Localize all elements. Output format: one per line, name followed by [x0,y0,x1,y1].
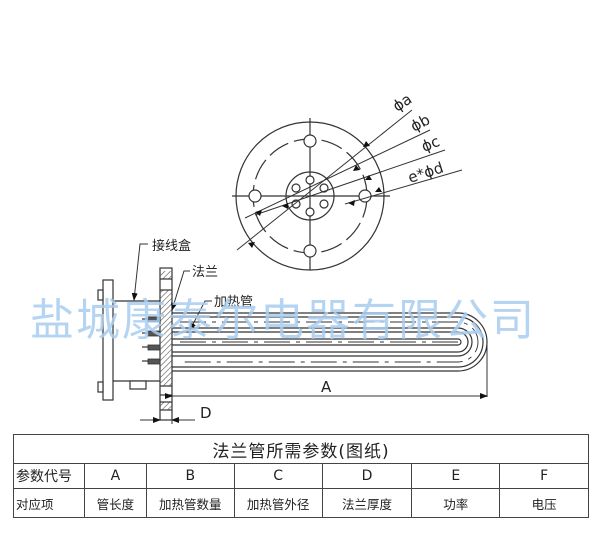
junction-box-plate [102,279,114,401]
heating-tube-inner [172,338,462,346]
label-junction-box: 接线盒 [152,238,191,254]
leader-heating-tube [189,300,212,331]
table-cell: 加热管外径 [233,488,323,518]
code-row-header: 参数代号 [13,463,85,489]
table-cell: F [499,463,589,489]
flange-dimension-labels: ϕa ϕb ϕc e*ϕd [389,90,445,187]
tube-hole [305,207,315,217]
label-flange: 法兰 [192,265,218,280]
table-title-row: 法兰管所需参数(图纸) [13,434,589,464]
flange-heater-drawing: ϕa ϕb ϕc e*ϕd [97,90,488,424]
tube-hole [319,183,329,193]
tube-hole [319,199,329,209]
leader-phi-b [244,129,431,219]
table-cell: E [411,463,501,489]
parameter-table: 法兰管所需参数(图纸) 参数代号 A B C D E F 对应项 管长度 加热管… [13,434,589,518]
table-title: 法兰管所需参数(图纸) [13,434,589,464]
label-phi-b: ϕb [407,111,433,136]
bolt-hole [248,189,262,203]
tube-hole [291,183,301,193]
bolt-hole [303,244,317,258]
label-heating-tube: 加热管 [214,295,253,310]
flange-side-view [97,243,488,424]
table-cell: 法兰厚度 [321,488,413,518]
table-cell: 加热管数量 [145,488,235,518]
table-cell: 电压 [499,488,589,518]
table-row-codes: 参数代号 A B C D E F [13,463,589,489]
label-dimension-a: A [321,378,332,396]
company-watermark: 盐城康泰尔电器有限公司 [30,295,536,346]
heating-tube-middle [172,327,473,357]
table-cell: D [321,463,413,489]
label-e-phi-d: e*ϕd [406,159,446,187]
table-row-items: 对应项 管长度 加热管数量 加热管外径 法兰厚度 功率 电压 [13,488,589,518]
bolt-hole [358,189,372,203]
label-dimension-d: D [200,404,212,422]
leader-e-phi-d [344,169,463,205]
table-cell: B [145,463,235,489]
leader-flange [171,270,190,311]
table-cell: C [233,463,323,489]
table-cell: 管长度 [83,488,147,518]
leader-junction-box [131,243,148,301]
label-phi-a: ϕa [389,90,415,115]
side-view-labels: 接线盒 法兰 加热管 A D [152,238,332,422]
bolt-hole [303,134,317,148]
flange-face-view [232,109,463,271]
label-phi-c: ϕc [419,132,443,155]
item-row-header: 对应项 [13,488,85,518]
table-cell: A [83,463,147,489]
tube-hole [305,175,315,185]
table-cell: 功率 [411,488,501,518]
